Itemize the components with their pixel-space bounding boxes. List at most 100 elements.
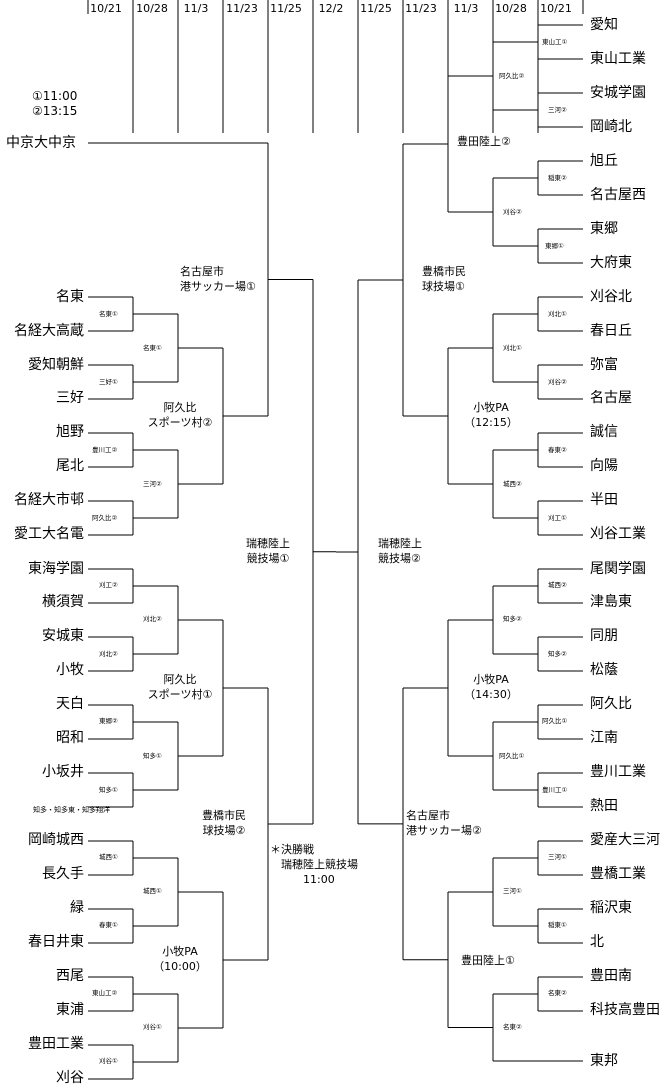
match-mark: 阿久比① [499,752,525,760]
venue-label: 阿久比 スポーツ村② [147,401,213,429]
match-mark: 知多② [503,615,522,623]
date-header: 11/3 [453,2,479,15]
match-mark: 三河① [503,887,522,895]
match-mark: 刈北② [143,615,162,623]
date-header: 11/3 [183,2,209,15]
match-mark: 刈谷① [99,1057,118,1065]
kickoff-time: ①11:00 [32,89,78,103]
team-left: 豊田工業 [28,1036,84,1052]
team-left: 小坂井 [42,764,84,780]
venue-label: 瑞穂陸上 競技場① [246,537,290,565]
match-mark: 刈谷① [143,1023,162,1031]
team-left: 東海学園 [28,561,84,577]
team-left: 横須賀 [42,594,84,610]
match-mark: 刈谷② [548,378,567,386]
match-mark: 城西① [143,887,162,895]
team-left: 安城東 [42,628,84,644]
team-left: 名経大高蔵 [14,323,84,339]
team-right: 向陽 [590,458,618,474]
team-left: 刈谷 [56,1070,84,1086]
team-left: 昭和 [56,730,84,746]
team-right: 北 [590,934,604,950]
team-right: 稲沢東 [590,900,632,916]
match-mark: 三河① [548,853,567,861]
match-mark: 知多② [548,650,567,658]
match-mark: 名東① [99,310,118,318]
team-right: 同朋 [590,628,618,644]
team-right: 誠信 [590,424,618,440]
match-mark: 三好① [99,378,118,386]
team-right: 江南 [590,730,618,746]
team-right: 東邦 [590,1053,618,1069]
team-left: 長久手 [42,866,84,882]
match-mark: 刈工① [548,514,567,522]
date-header: 12/2 [318,2,344,15]
team-left: 緑 [70,900,84,916]
match-mark: 三河② [143,480,162,488]
match-mark: 春東① [99,921,118,929]
match-mark: 東山工② [92,989,118,997]
match-mark: 稲東② [548,174,567,182]
venue-label: 豊田陸上① [461,954,515,967]
match-mark: 名東① [143,344,162,352]
team-right: 半田 [590,492,618,508]
team-right: 熱田 [590,798,618,814]
match-mark: 刈北① [503,344,522,352]
final-match-note: ＊決勝戦 瑞穂陸上競技場 11:00 [270,843,358,886]
match-mark: 稲東① [548,921,567,929]
venue-label: 豊橋市民 球技場① [422,265,466,293]
match-mark: 名東② [503,1023,522,1031]
date-header: 11/25 [270,2,302,15]
venue-label: 小牧PA （10:00） [153,945,207,973]
team-right: 松蔭 [590,662,618,678]
match-mark: 知多① [143,752,162,760]
team-left: 東浦 [56,1002,84,1018]
date-header: 11/25 [360,2,392,15]
match-mark: 城西② [503,480,522,488]
team-right: 名古屋 [590,390,632,406]
match-mark: 城西① [99,853,118,861]
team-left: 知多・知多東・知多翔洋 [33,806,110,814]
match-mark: 知多① [99,786,118,794]
match-mark: 城西② [548,581,567,589]
match-mark: 東郷② [99,717,118,725]
match-mark: 刈工② [99,581,118,589]
date-header: 10/21 [540,2,572,15]
team-left: 名経大市邨 [14,492,84,508]
team-seed-left: 中京大中京 [6,135,76,151]
match-mark: 三河② [548,106,567,114]
match-mark: 阿久比② [499,72,525,80]
kickoff-time: ②13:15 [32,104,78,118]
team-left: 尾北 [56,458,84,474]
team-left: 名東 [56,289,84,305]
date-header: 10/28 [136,2,168,15]
match-mark: 刈北① [548,310,567,318]
match-mark: 刈谷② [503,208,522,216]
team-left: 小牧 [56,662,84,678]
team-right: 津島東 [590,594,632,610]
team-right: 名古屋西 [590,187,646,203]
match-mark: 春東② [548,446,567,454]
match-mark: 東郷① [545,242,564,250]
team-right: 旭丘 [590,153,618,169]
match-mark: 豊川工① [542,786,568,794]
date-header: 10/28 [495,2,527,15]
date-header: 11/23 [226,2,258,15]
team-left: 西尾 [56,968,84,984]
venue-label: 豊橋市民 球技場② [202,809,246,837]
team-left: 愛知朝鮮 [28,357,84,373]
date-header: 10/21 [90,2,122,15]
match-mark: 阿久比① [542,717,568,725]
venue-label: 名古屋市 港サッカー場② [406,809,482,837]
team-left: 岡崎城西 [28,832,84,848]
team-right: 尾関学園 [590,561,646,577]
venue-label: 瑞穂陸上 競技場② [378,537,422,565]
venue-label: 豊田陸上② [457,135,511,148]
team-right: 弥富 [590,357,618,373]
team-right: 豊川工業 [590,764,646,780]
team-left: 愛工大名電 [14,526,84,542]
match-mark: 阿久比② [92,514,118,522]
team-right: 科技高豊田 [590,1002,660,1018]
team-left: 春日井東 [28,934,84,950]
